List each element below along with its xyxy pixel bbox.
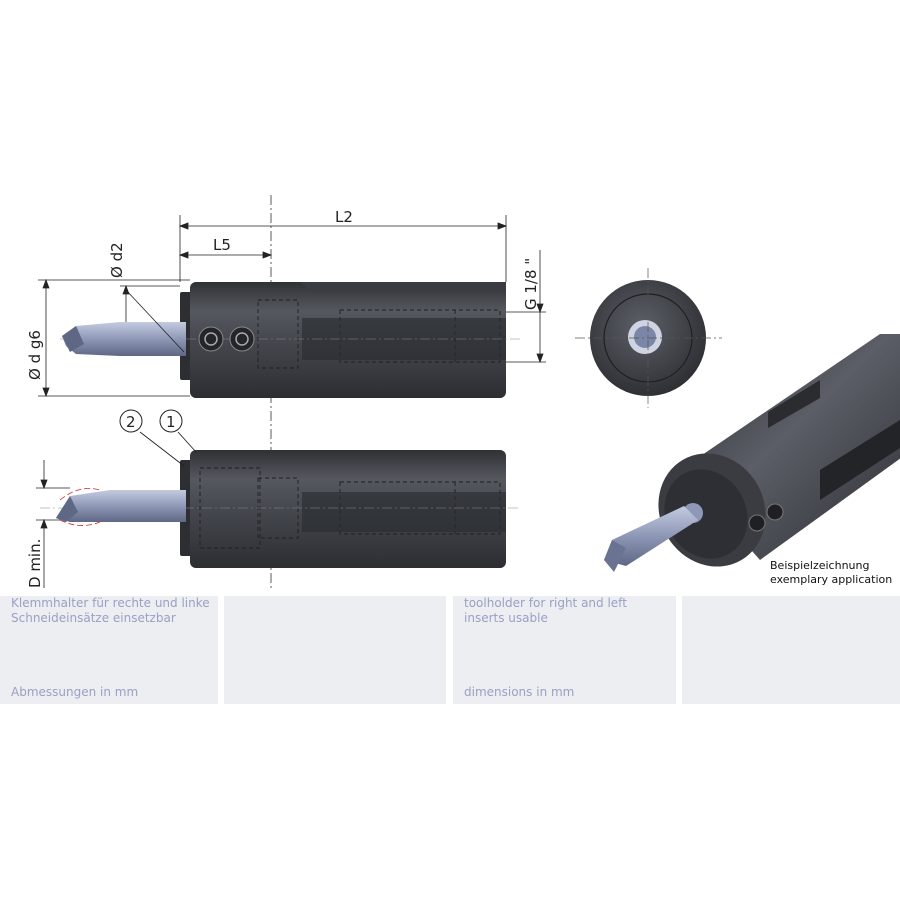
clamp-screw-icon (198, 326, 224, 352)
svg-text:1: 1 (166, 413, 176, 431)
info-en-line1: toolholder for right and left (464, 596, 627, 610)
info-box-german: Klemmhalter für rechte und linke Schneid… (0, 596, 218, 704)
dim-l5-label: L5 (213, 236, 231, 254)
technical-drawing: L2 L5 Ø d2 Ø d g6 G 1/8 " (26, 195, 900, 590)
side-view-top: L2 L5 Ø d2 Ø d g6 G 1/8 " (26, 195, 546, 590)
callout-1: 1 (159, 409, 183, 433)
info-de-line1: Klemmhalter für rechte und linke (11, 596, 210, 610)
end-view (575, 268, 722, 408)
dim-g18-label: G 1/8 " (522, 258, 540, 310)
info-box-english: toolholder for right and left inserts us… (453, 596, 676, 704)
info-en-units: dimensions in mm (464, 685, 575, 699)
dim-d2-label: Ø d2 (108, 242, 126, 278)
info-de-line2: Schneideinsätze einsetzbar (11, 611, 176, 625)
dim-l2-label: L2 (335, 208, 353, 226)
clamp-screw-icon (229, 326, 255, 352)
dim-dmin-label: D min. (26, 539, 44, 588)
info-box-blank-1 (224, 596, 446, 704)
info-de-units: Abmessungen in mm (11, 685, 139, 699)
info-en-line2: inserts usable (464, 611, 548, 625)
dim-dg6-label: Ø d g6 (26, 330, 44, 380)
callout-2: 2 (119, 409, 143, 433)
clamp-screw-icon (748, 514, 766, 532)
svg-text:2: 2 (126, 413, 136, 431)
isometric-view: Beispielzeichnung exemplary application (604, 334, 900, 586)
caption-en: exemplary application (770, 573, 892, 586)
clamp-screw-icon (766, 503, 784, 521)
info-box-blank-2 (682, 596, 900, 704)
side-view-bottom: D min. 2 1 (26, 409, 520, 588)
caption-de: Beispielzeichnung (770, 559, 869, 572)
